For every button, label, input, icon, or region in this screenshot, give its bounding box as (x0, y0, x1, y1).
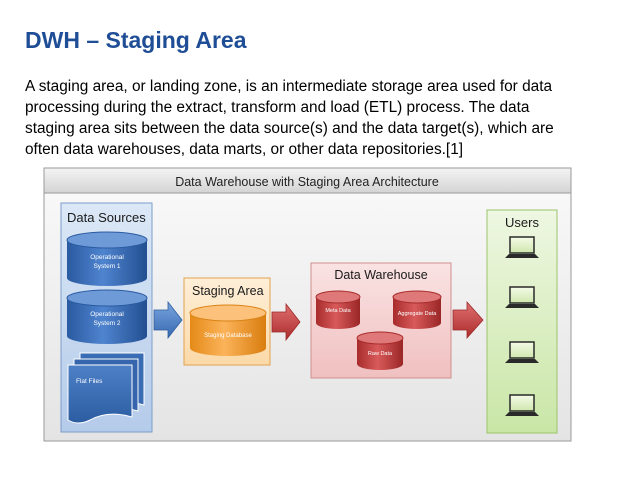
aggregate-data-database-icon (392, 290, 442, 329)
raw-data-database-icon (356, 331, 404, 370)
description-line: A staging area, or landing zone, is an i… (25, 78, 553, 95)
user-computer-icon (505, 236, 539, 258)
meta-data-label: Meta Data (325, 308, 351, 314)
operational-system-1-label: Operational (90, 254, 124, 261)
arrow-right-icon (271, 302, 301, 342)
staging-area-label: Staging Area (192, 284, 264, 298)
arrow-right-icon (153, 300, 183, 340)
description-line: staging area sits between the data sourc… (25, 120, 554, 137)
diagram-title: Data Warehouse with Staging Area Archite… (175, 175, 439, 189)
user-computer-icon (505, 341, 539, 363)
flat-files-label: Flat Files (76, 378, 103, 385)
arrow-right-icon (452, 300, 484, 340)
operational-system-1-database-icon (66, 231, 148, 286)
description-line: processing during the extract, transform… (25, 99, 530, 116)
slide-description: A staging area, or landing zone, is an i… (25, 76, 615, 160)
data-warehouse-label: Data Warehouse (334, 268, 427, 282)
meta-data-database-icon (315, 290, 361, 329)
description-line: often data warehouses, data marts, or ot… (25, 141, 464, 158)
operational-system-1-label: System 1 (93, 263, 120, 270)
raw-data-label: Raw Data (368, 351, 393, 357)
operational-system-2-label: System 2 (93, 320, 120, 327)
data-sources-label: Data Sources (67, 210, 146, 225)
diagram-header (43, 167, 572, 194)
user-computer-icon (505, 394, 539, 416)
flat-files-icon (67, 352, 145, 424)
staging-database-label: Staging Database (204, 333, 252, 339)
aggregate-data-label: Aggregate Data (398, 311, 437, 317)
users-label: Users (505, 215, 539, 230)
operational-system-2-database-icon (66, 289, 148, 344)
operational-system-2-label: Operational (90, 311, 124, 318)
user-computer-icon (505, 286, 539, 308)
staging-database-icon (189, 304, 267, 356)
slide-title: DWH – Staging Area (25, 27, 247, 53)
